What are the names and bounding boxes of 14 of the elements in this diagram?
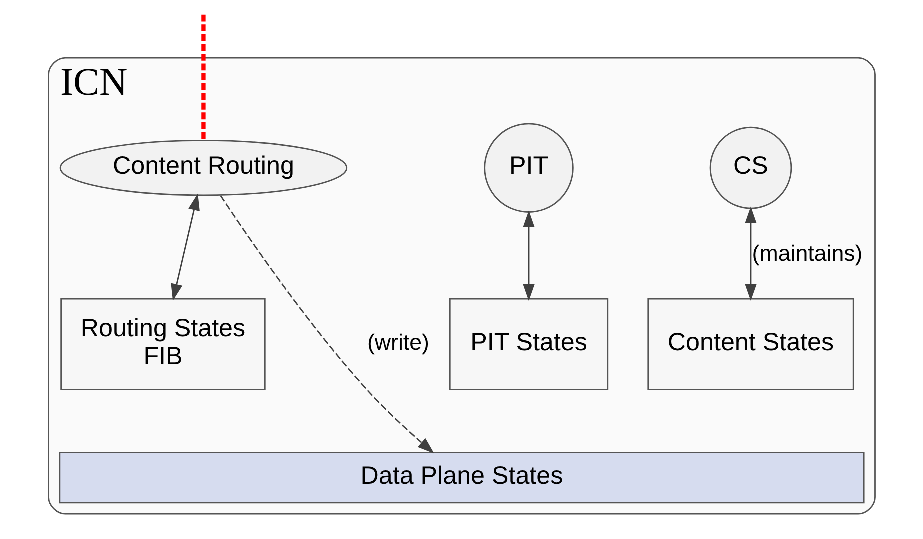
- node-ellipse: Content Routing: [59, 140, 348, 196]
- node-box: Data Plane States: [58, 452, 864, 504]
- edge-label: (maintains): [752, 241, 862, 266]
- connector: [201, 14, 206, 140]
- node-box: PIT States: [448, 298, 608, 391]
- node-circle: PIT: [484, 123, 574, 213]
- node-box: Routing States FIB: [60, 298, 266, 391]
- arrow: [522, 210, 534, 302]
- arrow: [220, 195, 434, 454]
- arrow: [744, 206, 756, 302]
- node-circle: CS: [709, 126, 792, 210]
- node-box: Content States: [647, 298, 854, 391]
- edge-label: (write): [366, 330, 429, 355]
- arrow: [170, 194, 200, 301]
